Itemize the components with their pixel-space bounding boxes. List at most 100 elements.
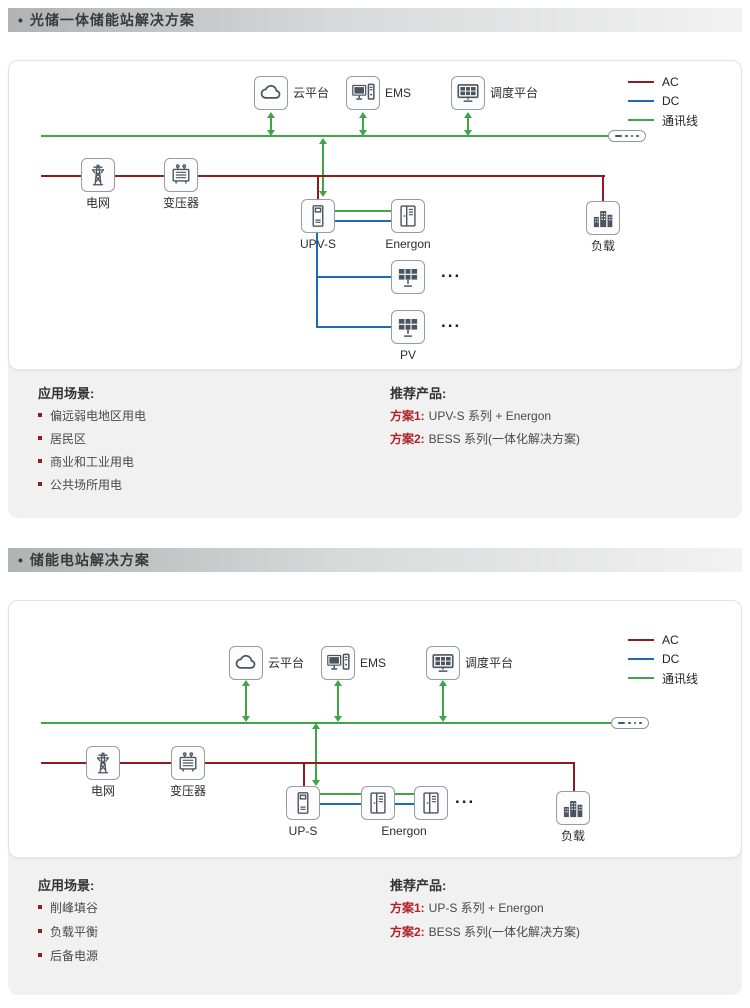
plan-row: 方案1:UPV-S 系列 + Energon [390,408,580,423]
grid-label: 电网 [90,784,116,798]
comm-bus-line [41,135,610,137]
comm-arrow-inverter [319,138,327,197]
products-title: 推荐产品: [390,878,447,893]
bullet-square-icon [38,436,42,440]
comm-terminal [608,130,646,142]
comm-arrow [464,112,472,136]
solution1-diagram: 云平台 EMS 调度平台 [8,60,742,370]
pv-node [391,260,425,294]
plan-label: 方案2: [390,431,425,446]
comm-terminal [611,717,649,729]
legend-dc-label: DC [662,94,680,108]
ems-node [321,646,355,680]
products-list: 方案1:UP-S 系列 + Energon 方案2:BESS 系列(一体化解决方… [390,900,581,939]
dispatch-platform-node [426,646,460,680]
legend-ac: AC [628,75,698,89]
battery-cabinet-icon [400,205,416,227]
plan-label: 方案1: [390,900,425,915]
plan-row: 方案2:BESS 系列(一体化解决方案) [390,924,581,939]
scenario-item: 负载平衡 [38,924,98,939]
cloud-platform-label: 云平台 [268,656,305,670]
section2-title: 储能电站解决方案 [29,552,150,568]
ac-drop-inverter [303,762,305,786]
solar-panel-icon [398,318,418,337]
buildings-icon [593,211,613,228]
battery-label: Energon [385,237,431,251]
battery-node [391,199,425,233]
scenario-text: 公共场所用电 [50,477,123,492]
legend-dc: DC [628,94,698,108]
ems-node [346,76,380,110]
comm-arrow [439,680,447,722]
scenario-text: 商业和工业用电 [50,454,135,469]
buildings-icon [563,801,583,818]
battery-label: Energon [381,824,427,838]
cloud-platform-node [254,76,288,110]
ac-line-swatch [628,639,654,641]
comm-arrow [334,680,342,722]
dc-pv-branch-line [316,276,391,278]
inverter-label: UP-S [288,824,318,838]
scenario-item: 削峰填谷 [38,900,98,915]
section1: • 光储一体储能站解决方案 云平台 EMS [8,8,742,518]
inverter-node [301,199,335,233]
legend-dc: DC [628,652,698,666]
transformer-icon [179,752,197,772]
dc-pv-branch-line [316,326,391,328]
battery-cabinet-icon [370,792,386,814]
cloud-icon [235,654,256,669]
products-title: 推荐产品: [390,386,447,401]
solar-panel-icon [398,268,418,287]
scenario-item: 居民区 [38,431,146,446]
section2-header: • 储能电站解决方案 [8,548,742,572]
battery-node [414,786,448,820]
bullet-square-icon [38,929,42,933]
section2-panel: 云平台 EMS 调度平台 [8,600,742,995]
ems-label: EMS [360,656,387,670]
scenarios-title: 应用场景: [38,386,95,401]
ellipsis-dots: ... [441,312,462,331]
scenario-text: 偏远弱电地区用电 [50,408,147,423]
section1-panel: 云平台 EMS 调度平台 [8,60,742,518]
bullet-square-icon [38,413,42,417]
ac-bus-line [41,175,605,177]
grid-label: 电网 [85,196,111,210]
transformer-icon [172,164,190,184]
comm-arrow [359,112,367,136]
scenario-text: 后备电源 [50,948,99,963]
section2-bullet: • [18,552,24,568]
scenarios-list: 偏远弱电地区用电 居民区 商业和工业用电 公共场所用电 [38,408,147,492]
scenarios-list: 削峰填谷 负载平衡 后备电源 [38,900,99,963]
legend: AC DC 通讯线 [628,633,698,686]
dispatch-platform-label: 调度平台 [490,86,539,100]
dc-line-swatch [628,658,654,660]
inverter-battery-comm-line [320,793,361,795]
transmission-tower-icon [96,752,110,774]
legend-comm: 通讯线 [628,671,698,686]
plan-label: 方案2: [390,924,425,939]
comm-bus-line [41,722,613,724]
cloud-icon [260,84,281,99]
cloud-platform-label: 云平台 [293,86,330,100]
grid-node [81,158,115,192]
plan-text: BESS 系列(一体化解决方案) [428,924,581,939]
plan-row: 方案2:BESS 系列(一体化解决方案) [390,431,580,446]
battery-battery-comm-line [395,793,414,795]
load-label: 负载 [590,239,616,253]
comm-terminal-dash [618,722,626,724]
ac-line-swatch [628,81,654,83]
pv-label: PV [399,348,417,362]
legend-ac-label: AC [662,75,679,89]
inverter-cabinet-icon [297,792,309,814]
legend-ac-label: AC [662,633,679,647]
inverter-battery-dc-line [320,803,361,805]
cloud-platform-node [229,646,263,680]
transformer-label: 变压器 [162,196,200,210]
legend-dc-label: DC [662,652,680,666]
dispatch-platform-label: 调度平台 [465,656,514,670]
ac-drop-load [602,175,604,201]
comm-arrow [267,112,275,136]
inverter-battery-dc-line [335,220,391,222]
load-node [556,791,590,825]
section1-bullet: • [18,12,24,28]
